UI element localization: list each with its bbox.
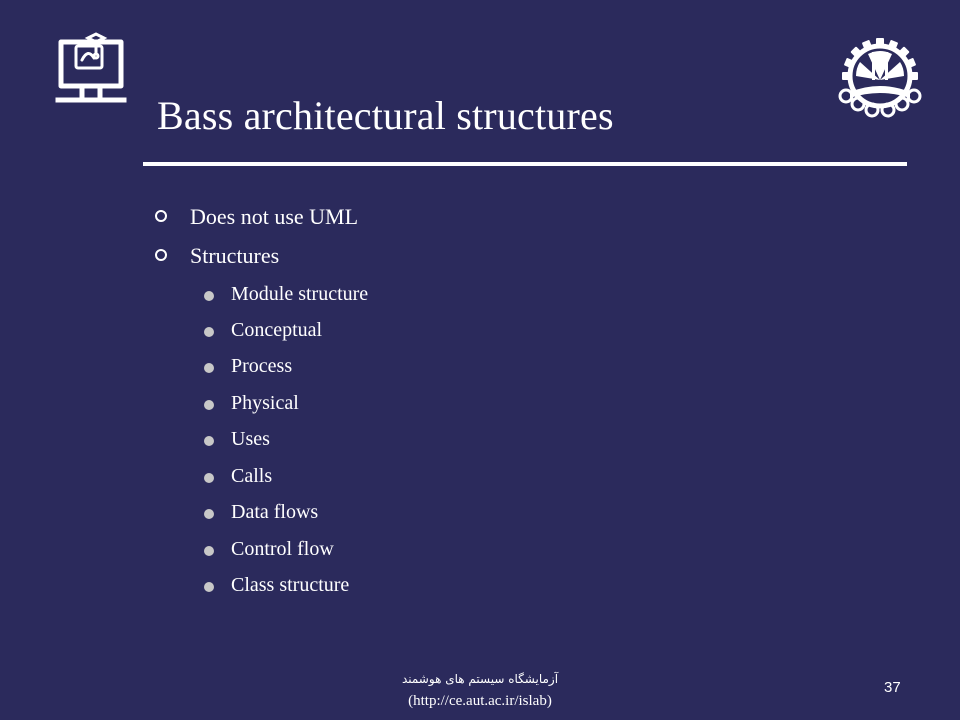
bullet-text: Process [231, 355, 293, 377]
filled-bullet-icon [204, 291, 214, 301]
bullet-text: Conceptual [231, 319, 323, 341]
bullet-text: Calls [231, 465, 273, 487]
filled-bullet-icon [204, 400, 214, 410]
slide-title: Bass architectural structures [157, 93, 614, 138]
title-underline [143, 162, 907, 166]
list-item: Uses [204, 428, 270, 451]
list-item: Calls [204, 465, 273, 488]
list-item: Class structure [204, 574, 350, 597]
computer-lab-logo-icon [55, 32, 127, 103]
list-item: Structures [155, 243, 280, 269]
page-number: 37 [884, 679, 901, 696]
bullet-text: Structures [190, 243, 280, 268]
list-item: Data flows [204, 501, 319, 524]
list-item: Does not use UML [155, 204, 359, 230]
list-item: Module structure [204, 283, 369, 306]
list-item: Physical [204, 392, 299, 415]
bullet-text: Physical [231, 392, 299, 414]
footer-lab-name: آزمایشگاه سیستم های هوشمند [401, 672, 559, 686]
filled-bullet-icon [204, 363, 214, 373]
list-item: Control flow [204, 538, 334, 561]
list-item: Process [204, 355, 293, 378]
filled-bullet-icon [204, 582, 214, 592]
bullet-text: Does not use UML [190, 204, 359, 229]
bullet-text: Data flows [231, 501, 319, 523]
bullet-text: Control flow [231, 538, 334, 560]
hollow-bullet-icon [155, 249, 167, 261]
filled-bullet-icon [204, 436, 214, 446]
list-item: Conceptual [204, 319, 323, 342]
hollow-bullet-icon [155, 210, 167, 222]
filled-bullet-icon [204, 327, 214, 337]
bullet-text: Uses [231, 428, 270, 450]
footer-url: (http://ce.aut.ac.ir/islab) [408, 693, 552, 709]
filled-bullet-icon [204, 546, 214, 556]
footer: آزمایشگاه سیستم های هوشمند (http://ce.au… [0, 668, 960, 712]
bullet-text: Module structure [231, 283, 369, 305]
filled-bullet-icon [204, 473, 214, 483]
bullet-text: Class structure [231, 574, 350, 596]
filled-bullet-icon [204, 509, 214, 519]
university-emblem-icon [838, 38, 922, 118]
